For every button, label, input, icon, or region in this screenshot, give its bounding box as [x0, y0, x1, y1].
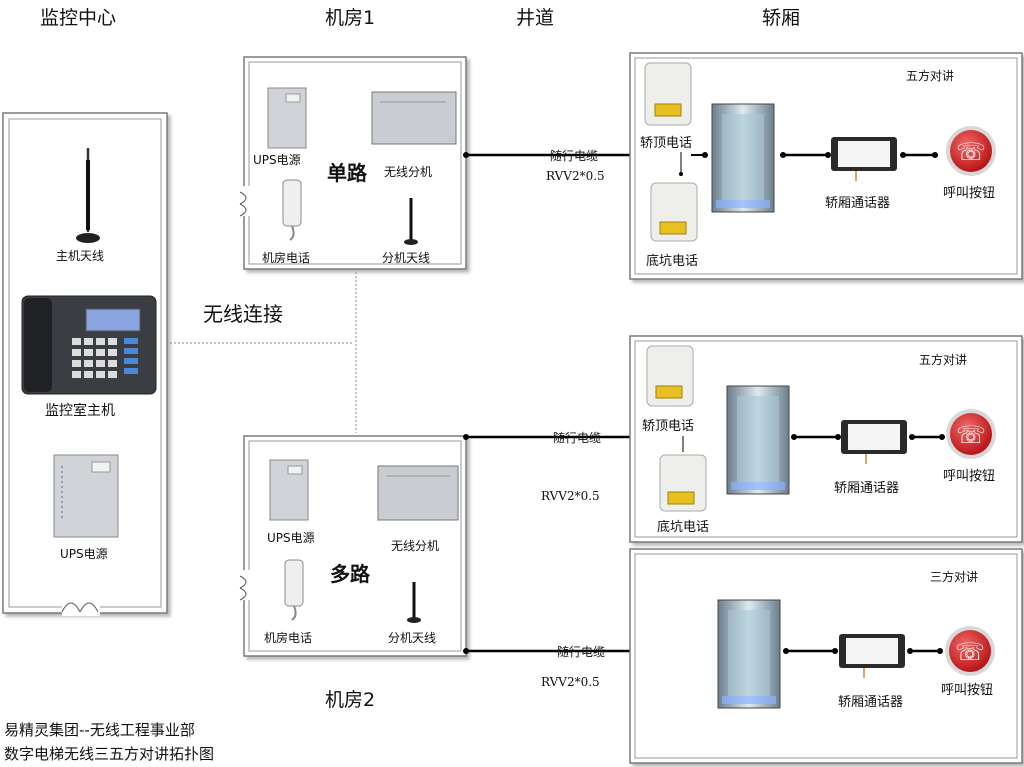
room1-antenna-icon [404, 198, 418, 245]
header-car: 轿厢 [762, 7, 800, 29]
car-3-call-button-icon: ☏ [945, 626, 995, 676]
main-antenna-label: 主机天线 [56, 249, 104, 263]
header-monitor-center: 监控中心 [40, 7, 116, 29]
cable-2-name: 随行电缆 [553, 430, 601, 445]
room2-ups-icon [269, 459, 309, 521]
room1-splitter-icon [371, 91, 457, 145]
room2-antenna-label: 分机天线 [388, 631, 436, 645]
door-icon [61, 602, 99, 613]
room1-ups-icon [267, 87, 307, 149]
car-3-elevator-icon [717, 599, 781, 709]
room2-ups-label: UPS电源 [267, 531, 315, 545]
door-icon [239, 191, 247, 217]
car-1-call-button-label: 呼叫按钮 [943, 186, 995, 201]
car-1-title: 五方对讲 [906, 68, 954, 83]
car-3-call-button-label: 呼叫按钮 [941, 683, 993, 698]
room2-phone-icon [284, 559, 304, 621]
room1-phone-icon [282, 179, 302, 241]
room2-splitter-label: 无线分机 [391, 539, 439, 553]
monitor-ups-icon [53, 454, 119, 538]
room2-antenna-icon [407, 582, 421, 623]
car-1-pit-phone-label: 底坑电话 [646, 253, 698, 269]
header-machine-room-1: 机房1 [325, 7, 375, 29]
wireless-link-label: 无线连接 [203, 302, 283, 326]
room1-phone-label: 机房电话 [262, 250, 310, 265]
car-2-elevator-icon [726, 385, 790, 495]
car-2-top-phone-icon [646, 345, 694, 407]
car-1-top-phone-label: 轿顶电话 [640, 136, 692, 151]
room1-splitter-label: 无线分机 [384, 165, 432, 179]
car-2-pit-phone-label: 底坑电话 [657, 519, 709, 535]
car-2-intercom-label: 轿厢通话器 [834, 481, 899, 496]
cable-3-spec: RVV2*0.5 [541, 675, 600, 689]
car-2-top-phone-label: 轿顶电话 [642, 419, 694, 434]
cable-2-spec: RVV2*0.5 [541, 489, 600, 503]
room2-mode-label: 多路 [330, 562, 371, 586]
svg-text:☏: ☏ [956, 421, 986, 449]
monitor-ups-label: UPS电源 [60, 547, 108, 561]
cable-3-name: 随行电缆 [557, 644, 605, 659]
car-2-call-button-icon: ☏ [946, 409, 996, 459]
car-3-title: 三方对讲 [930, 569, 978, 584]
car-3-intercom-label: 轿厢通话器 [838, 695, 903, 710]
header-machine-room-2: 机房2 [325, 689, 375, 711]
door-icon [239, 575, 247, 601]
room2-splitter-icon [377, 465, 459, 521]
car-2-intercom-icon [841, 420, 907, 464]
car-2-call-button-label: 呼叫按钮 [943, 469, 995, 484]
car-1-pit-phone-icon [650, 182, 698, 242]
svg-text:☏: ☏ [956, 138, 986, 166]
room1-antenna-label: 分机天线 [382, 251, 430, 265]
car-2-pit-phone-icon [659, 454, 707, 512]
monitor-host-label: 监控室主机 [45, 402, 115, 419]
car-3-intercom-icon [839, 634, 905, 678]
footer-company: 易精灵集团--无线工程事业部 [4, 721, 195, 739]
car-1-intercom-icon [831, 137, 897, 181]
svg-text:☏: ☏ [955, 638, 985, 666]
cable-1-spec: RVV2*0.5 [546, 169, 605, 183]
monitor-host-icon [21, 295, 157, 395]
room2-phone-label: 机房电话 [264, 630, 312, 645]
car-1-intercom-label: 轿厢通话器 [825, 196, 890, 211]
car-1-call-button-icon: ☏ [946, 126, 996, 176]
car-2-title: 五方对讲 [919, 352, 967, 367]
room1-mode-label: 单路 [327, 161, 368, 185]
footer-diagram-title: 数字电梯无线三五方对讲拓扑图 [4, 745, 214, 763]
car-1-top-phone-icon [644, 62, 692, 126]
cable-1-name: 随行电缆 [550, 148, 598, 163]
car-1-elevator-icon [711, 103, 775, 213]
room1-ups-label: UPS电源 [253, 153, 301, 167]
main-antenna-icon [76, 148, 100, 243]
header-shaft: 井道 [516, 7, 554, 29]
